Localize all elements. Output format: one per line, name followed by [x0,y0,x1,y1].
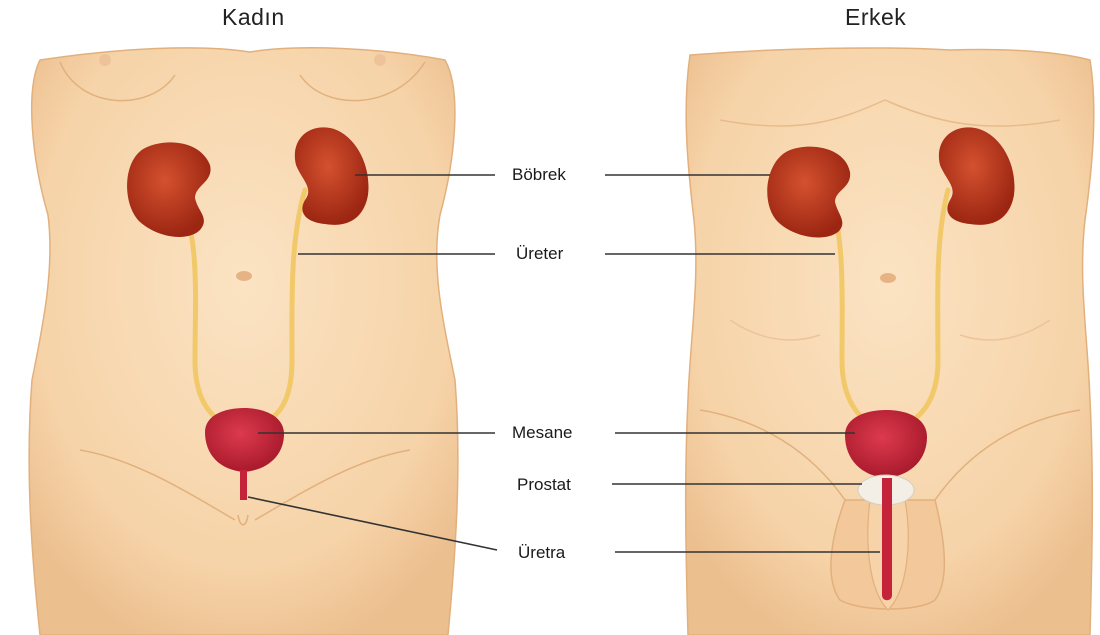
female-urethra [240,470,247,500]
female-body [29,48,458,635]
label-kidney: Böbrek [512,165,566,185]
label-bladder: Mesane [512,423,572,443]
male-urethra [882,478,892,600]
label-ureter: Üreter [516,244,563,264]
label-prostate: Prostat [517,475,571,495]
label-urethra: Üretra [518,543,565,563]
